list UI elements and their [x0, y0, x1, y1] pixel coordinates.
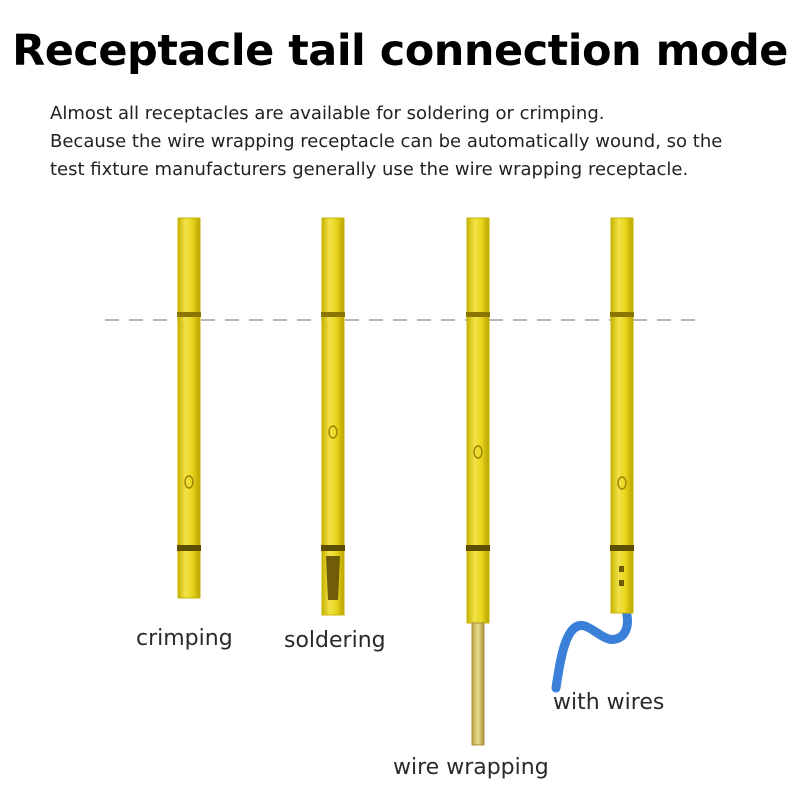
- label-crimping: crimping: [136, 626, 233, 651]
- receptacle-body: [466, 217, 490, 624]
- receptacle-band-top: [466, 312, 490, 317]
- receptacle-soldering: [321, 217, 345, 616]
- receptacle-hole: [617, 476, 627, 490]
- receptacle-band-bottom: [466, 545, 490, 551]
- crimp-dot: [619, 566, 624, 572]
- label-with-wires: with wires: [553, 690, 665, 715]
- receptacle-hole: [473, 445, 483, 459]
- label-wire-wrapping: wire wrapping: [393, 755, 549, 780]
- receptacle-hole: [184, 475, 194, 489]
- wire: [551, 601, 632, 693]
- receptacle-body: [610, 217, 634, 614]
- description: Almost all receptacles are available for…: [50, 100, 780, 184]
- wrap-pin: [471, 622, 485, 746]
- receptacle-body: [177, 217, 201, 599]
- description-line-3: test fixture manufacturers generally use…: [50, 159, 689, 180]
- label-soldering: soldering: [284, 628, 386, 653]
- receptacle-band-top: [177, 312, 201, 317]
- receptacle-hole: [328, 425, 338, 439]
- receptacle-band-bottom: [177, 545, 201, 551]
- receptacle-wire-wrapping: [466, 217, 490, 746]
- description-line-2: Because the wire wrapping receptacle can…: [50, 131, 723, 152]
- solder-cup: [326, 556, 340, 600]
- receptacle-with-wires: [551, 217, 634, 693]
- receptacle-band-bottom: [610, 545, 634, 551]
- description-line-1: Almost all receptacles are available for…: [50, 103, 605, 124]
- receptacle-band-bottom: [321, 545, 345, 551]
- receptacle-crimping: [177, 217, 201, 599]
- receptacle-band-top: [321, 312, 345, 317]
- crimp-dot: [619, 580, 624, 586]
- receptacle-body: [321, 217, 345, 616]
- receptacle-band-top: [610, 312, 634, 317]
- page-title: Receptacle tail connection mode: [12, 26, 788, 76]
